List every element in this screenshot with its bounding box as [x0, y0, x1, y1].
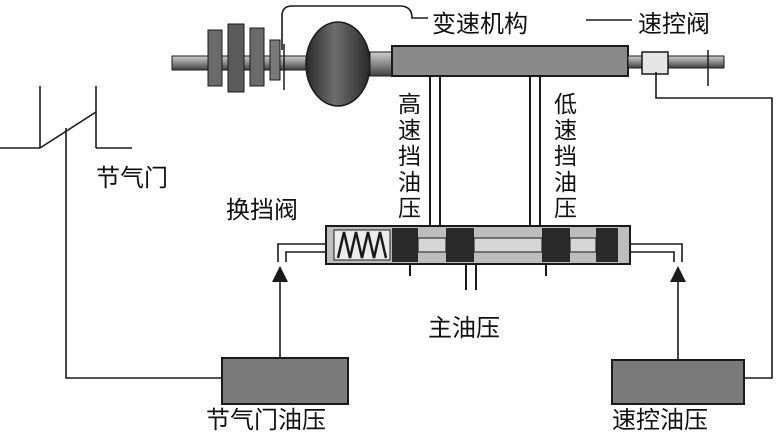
- shift-valve-label: 换挡阀: [226, 196, 298, 224]
- speed-valve-label: 速控阀: [638, 10, 710, 38]
- transmission-leader: [281, 5, 428, 50]
- throttle-pressure-label: 节气门油压: [206, 406, 326, 434]
- high-gear-pressure-label: 高速挡油压: [398, 92, 421, 222]
- low-gear-pipe: [529, 76, 541, 228]
- throttle-mechanism: [0, 86, 132, 149]
- spring-icon: [333, 229, 391, 261]
- speed-pressure-label: 速控油压: [612, 406, 708, 434]
- shift-valve: [277, 225, 683, 290]
- transmission-assembly: [171, 21, 725, 107]
- throttle-label: 节气门: [96, 164, 168, 192]
- speed-pressure-box: [611, 359, 745, 405]
- speed-valve-body: [641, 51, 669, 75]
- speed-valve-feedback-line: [655, 72, 773, 379]
- transmission-cylinder: [391, 45, 629, 77]
- main-pressure-label: 主油压: [428, 314, 500, 342]
- transmission-label: 变速机构: [432, 10, 528, 38]
- throttle-linkage: [65, 128, 222, 379]
- low-gear-pressure-label: 低速挡油压: [554, 92, 577, 222]
- clutch-drum: [305, 21, 371, 107]
- throttle-pressure-box: [221, 357, 349, 405]
- gear-stack: [207, 23, 281, 93]
- high-gear-pipe: [429, 76, 441, 228]
